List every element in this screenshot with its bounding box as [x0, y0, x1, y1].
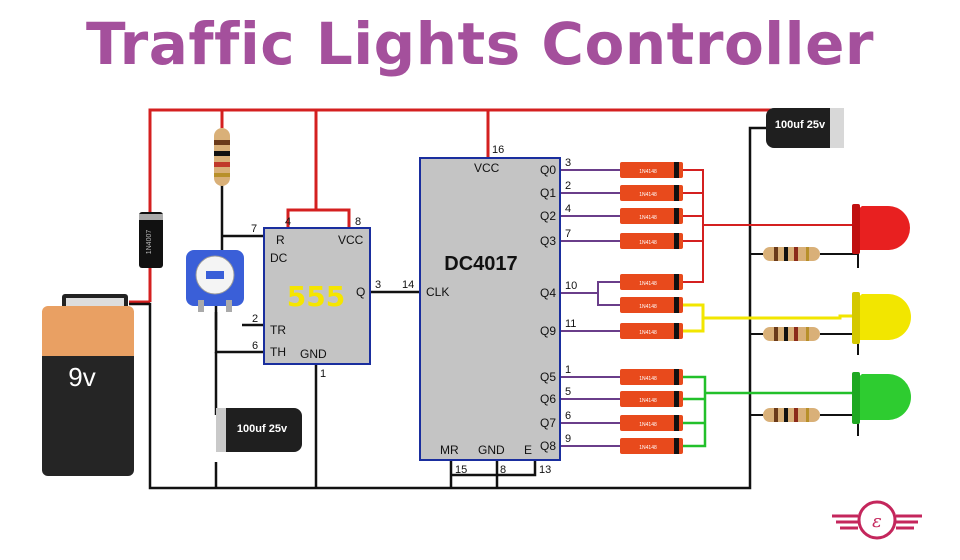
- dc4017-pin-clk: CLK: [426, 285, 449, 299]
- diode-small-label: 1N4148: [639, 398, 657, 404]
- diode-1n4148: 1N4148: [620, 233, 683, 249]
- diode-1n4148: 1N4148: [620, 391, 683, 407]
- dc4017-output-label: Q6: [540, 392, 556, 406]
- diode-1n4148: 1N4148: [620, 162, 683, 178]
- dc4017-name: DC4017: [444, 253, 517, 275]
- dc4017-num-16: 16: [492, 144, 504, 156]
- diode-1n4148: 1N4148: [620, 274, 683, 290]
- ic555-num-8: 8: [355, 216, 361, 228]
- dc4017-output-pin-number: 2: [565, 180, 571, 192]
- diode-small-label: 1N4148: [639, 376, 657, 382]
- led-green: [852, 372, 911, 424]
- ic555-num-1: 1: [320, 368, 326, 380]
- diode-1n4148: 1N4148: [620, 297, 683, 313]
- diode-1n4148: 1N4148: [620, 369, 683, 385]
- dc4017-pin-mr: MR: [440, 443, 459, 457]
- logo-letter: ε: [872, 511, 882, 532]
- ic555-name: 555: [287, 280, 345, 313]
- ic555-num-4: 4: [285, 216, 291, 228]
- diode-1n4148: 1N4148: [620, 438, 683, 454]
- dc4017-output-pin-number: 1: [565, 364, 571, 376]
- dc4017-output-label: Q5: [540, 370, 556, 384]
- diode-small-label: 1N4148: [639, 281, 657, 287]
- dc4017-pin-e: E: [524, 443, 532, 457]
- diode-small-label: 1N4148: [639, 422, 657, 428]
- dc4017-output-pin-number: 10: [565, 280, 577, 292]
- dc4017-output-label: Q2: [540, 209, 556, 223]
- diode-main-label: 1N4007: [146, 230, 153, 255]
- green-led-bus: [683, 375, 855, 448]
- dc4017-output-pin-number: 6: [565, 410, 571, 422]
- small-diodes: 1N4148 1N4148 1N4148 1N4148 1N4148 1N4148 1N41…: [620, 162, 683, 454]
- led-yellow: [852, 292, 911, 344]
- dc4017-output-pin-number: 5: [565, 386, 571, 398]
- diode-small-label: 1N4148: [639, 169, 657, 175]
- diode-1n4148: 1N4148: [620, 323, 683, 339]
- dc4017-num-13: 13: [539, 464, 551, 476]
- red-led-bus: [683, 169, 855, 283]
- diode-small-label: 1N4148: [639, 304, 657, 310]
- led-red: [852, 204, 910, 254]
- diode-small-label: 1N4148: [639, 240, 657, 246]
- diode-1n4148: 1N4148: [620, 415, 683, 431]
- dc4017-output-label: Q0: [540, 163, 556, 177]
- led-resistors: [763, 247, 820, 422]
- capacitor-bottom: 100uf 25v: [216, 408, 302, 452]
- dc4017-output-label: Q1: [540, 186, 556, 200]
- diode-1n4148: 1N4148: [620, 185, 683, 201]
- dc4017-output-label: Q8: [540, 439, 556, 453]
- resistor-timing: [214, 128, 230, 186]
- ic-555: 555 R VCC DC Q TR TH GND 4 8 7 3 2 6 1: [251, 216, 381, 380]
- ic555-num-3: 3: [375, 279, 381, 291]
- cap-top-label: 100uf 25v: [775, 119, 826, 131]
- dc4017-num-8: 8: [500, 464, 506, 476]
- logo: ε: [832, 500, 922, 540]
- dc4017-pin-vcc: VCC: [474, 161, 500, 175]
- dc4017-output-label: Q4: [540, 286, 556, 300]
- page-title: Traffic Lights Controller: [85, 10, 875, 78]
- ic555-pin-dc: DC: [270, 251, 288, 265]
- battery-label: 9v: [68, 362, 95, 392]
- resistor-yellow-led: [763, 327, 820, 341]
- dc4017-pin-gnd: GND: [478, 443, 505, 457]
- dc4017-output-label: Q3: [540, 234, 556, 248]
- ic555-pin-q: Q: [356, 285, 365, 299]
- dc4017-output-label: Q7: [540, 416, 556, 430]
- ic555-pin-vcc: VCC: [338, 233, 364, 247]
- ic555-pin-th: TH: [270, 345, 286, 359]
- ic555-num-7: 7: [251, 223, 257, 235]
- ic555-num-6: 6: [252, 340, 258, 352]
- diode-1n4007: 1N4007: [139, 212, 163, 268]
- ic-dc4017: DC4017 VCC CLK MR GND E 16 14 15 8 13 Q0…: [402, 144, 577, 476]
- diode-small-label: 1N4148: [639, 215, 657, 221]
- dc4017-num-14: 14: [402, 279, 414, 291]
- dc4017-output-label: Q9: [540, 324, 556, 338]
- dc4017-output-pin-number: 3: [565, 157, 571, 169]
- diode-small-label: 1N4148: [639, 330, 657, 336]
- ic555-pin-r: R: [276, 233, 285, 247]
- diode-1n4148: 1N4148: [620, 208, 683, 224]
- cap-bottom-label: 100uf 25v: [237, 423, 288, 435]
- dc4017-output-pin-number: 7: [565, 228, 571, 240]
- resistor-green-led: [763, 408, 820, 422]
- capacitor-top: 100uf 25v: [766, 108, 844, 148]
- dc4017-output-pin-number: 4: [565, 203, 571, 215]
- ic555-pin-gnd: GND: [300, 347, 327, 361]
- dc4017-output-pin-number: 11: [565, 318, 576, 330]
- diode-small-label: 1N4148: [639, 192, 657, 198]
- ic555-pin-tr: TR: [270, 323, 286, 337]
- potentiometer: [186, 250, 244, 312]
- dc4017-num-15: 15: [455, 464, 467, 476]
- diode-small-label: 1N4148: [639, 445, 657, 451]
- dc4017-output-pin-number: 9: [565, 433, 571, 445]
- resistor-red-led: [763, 247, 820, 261]
- battery-9v: 9v: [42, 294, 134, 476]
- ic555-num-2: 2: [252, 313, 258, 325]
- yellow-led-bus: [683, 303, 855, 333]
- output-wires: [560, 169, 620, 447]
